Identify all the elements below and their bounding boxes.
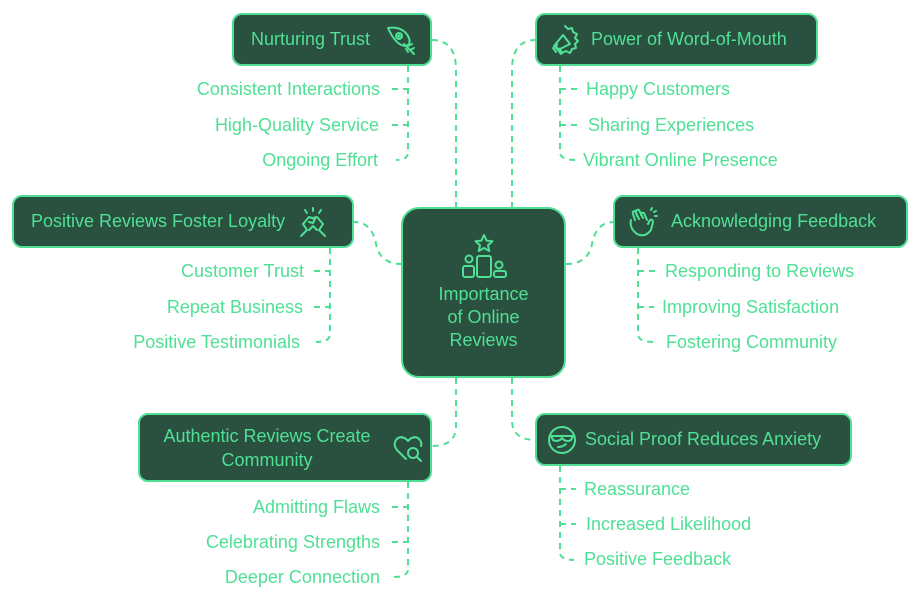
podium-star-icon xyxy=(461,234,507,278)
megaphone-badge-icon xyxy=(552,24,579,55)
connector-center-loyalty xyxy=(353,221,403,265)
leaf-item: Improving Satisfaction xyxy=(662,297,840,317)
branch-community[interactable]: Authentic Reviews Create Community xyxy=(138,413,432,482)
cool-face-icon xyxy=(548,425,576,454)
leaf-item: Happy Customers xyxy=(586,79,731,99)
connector-feedback-items xyxy=(637,248,655,343)
branch-title: Power of Word-of-Mouth xyxy=(591,29,787,49)
branch-title: Positive Reviews Foster Loyalty xyxy=(31,211,286,231)
handshake-cheer-icon xyxy=(300,206,327,237)
connector-center-wom xyxy=(511,39,537,208)
branch-word-of-mouth[interactable]: Power of Word-of-Mouth xyxy=(535,13,818,66)
connector-center-anxiety xyxy=(511,378,537,441)
connector-community-items xyxy=(393,482,409,578)
leaf-item: Ongoing Effort xyxy=(262,150,378,170)
branch-feedback[interactable]: Acknowledging Feedback xyxy=(613,195,908,248)
connector-center-feedback xyxy=(565,221,615,265)
leaf-item: Vibrant Online Presence xyxy=(583,150,778,170)
branch-nurturing-trust[interactable]: Nurturing Trust xyxy=(232,13,432,66)
branch-title: Authentic Reviews Create Community xyxy=(163,425,371,470)
connector-center-nurturing xyxy=(431,39,457,208)
leaf-item: Responding to Reviews xyxy=(665,261,855,281)
leaf-item: Admitting Flaws xyxy=(252,497,380,517)
leaf-item: Positive Feedback xyxy=(584,549,732,569)
branch-title: Acknowledging Feedback xyxy=(671,211,877,231)
connector-loyalty-items xyxy=(315,248,331,343)
branch-title: Social Proof Reduces Anxiety xyxy=(585,429,822,449)
leaf-item: Repeat Business xyxy=(166,297,303,317)
leaf-item: Deeper Connection xyxy=(224,567,380,587)
connector-anxiety-items xyxy=(559,466,575,561)
leaf-item: Consistent Interactions xyxy=(196,79,380,99)
branch-title: Nurturing Trust xyxy=(251,29,371,49)
connector-nurturing-items xyxy=(395,66,409,161)
leaf-item: Increased Likelihood xyxy=(586,514,752,534)
leaf-item: Positive Testimonials xyxy=(133,332,300,352)
leaf-item: Celebrating Strengths xyxy=(205,532,380,552)
center-node[interactable]: Importance of Online Reviews xyxy=(401,207,566,378)
heart-search-icon xyxy=(393,435,423,462)
connector-center-community xyxy=(431,378,457,447)
center-title: Importance of Online Reviews xyxy=(438,284,529,350)
branch-anxiety[interactable]: Social Proof Reduces Anxiety xyxy=(535,413,852,466)
leaf-item: Sharing Experiences xyxy=(588,115,755,135)
connector-wom-items xyxy=(559,66,577,161)
leaf-item: Customer Trust xyxy=(180,261,304,281)
leaf-item: Fostering Community xyxy=(666,332,838,352)
leaf-item: High-Quality Service xyxy=(214,115,379,135)
leaf-item: Reassurance xyxy=(584,479,691,499)
feather-eye-icon xyxy=(387,26,416,55)
clapping-hands-icon xyxy=(629,206,658,236)
branch-loyalty[interactable]: Positive Reviews Foster Loyalty xyxy=(12,195,354,248)
